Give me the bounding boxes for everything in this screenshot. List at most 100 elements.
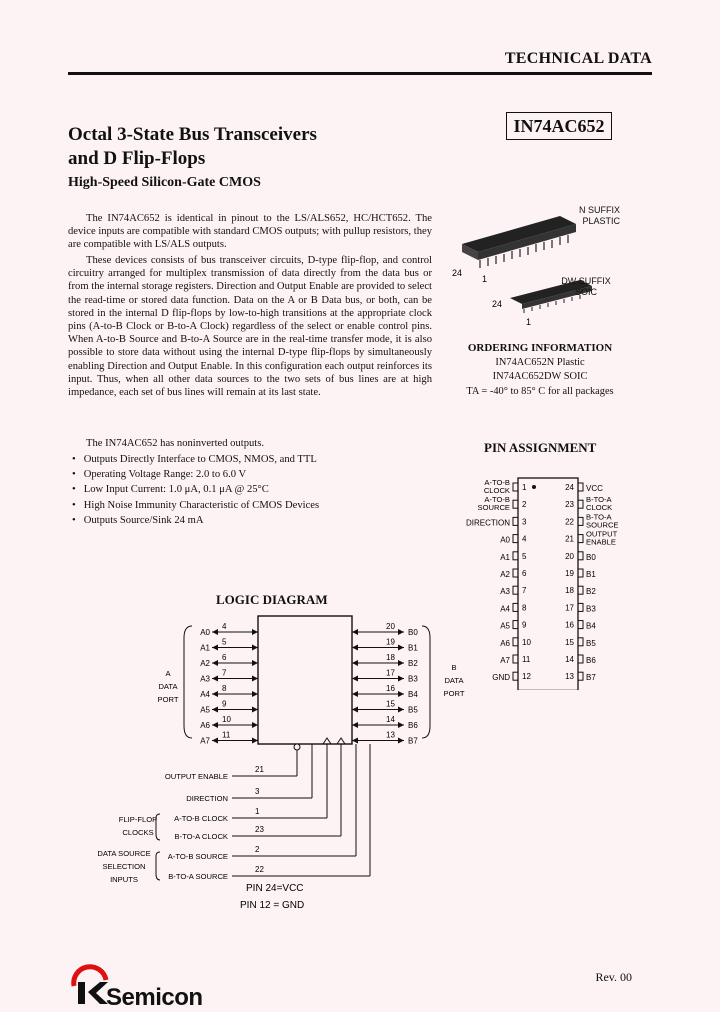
soic-pin1-label: 1 [526, 317, 531, 327]
pin-number: 4 [522, 535, 527, 544]
a-bus-pin-number: 4 [222, 622, 227, 631]
pin-stub [512, 499, 519, 509]
pin-number: 12 [522, 672, 531, 681]
control-pin-number: 3 [255, 787, 260, 796]
pin-label: A2 [500, 570, 510, 579]
arrow-right-icon [398, 737, 404, 744]
pin-number: 18 [565, 586, 574, 595]
control-label: B-TO-A CLOCK [175, 832, 228, 841]
pin1-marker [532, 485, 536, 489]
n-suffix-label: N SUFFIX PLASTIC [578, 205, 620, 226]
pin-stub [512, 516, 519, 526]
a-bus-label: A0 [200, 628, 210, 637]
package-illustrations: 24 1 24 1 [452, 216, 592, 327]
arrow-left-icon [212, 675, 218, 682]
pin-label: B0 [586, 553, 596, 562]
a-bus-label: A6 [200, 721, 210, 730]
control-label: OUTPUT ENABLE [165, 772, 228, 781]
pin-label: GND [492, 673, 510, 682]
pin-number: 19 [565, 569, 574, 578]
pin-label: SOURCE [478, 503, 511, 512]
logic-diagram-title: LOGIC DIAGRAM [216, 592, 328, 607]
b-bus-label: B6 [408, 721, 418, 730]
b-bus-pin-number: 20 [386, 622, 395, 631]
arrow-left-icon [352, 706, 358, 713]
pin-assignment-title: PIN ASSIGNMENT [484, 440, 597, 455]
pin-stub [512, 671, 519, 681]
dw-suffix-label: DW SUFFIX SOIC [561, 276, 611, 297]
control-label: DIRECTION [186, 794, 228, 803]
b-bus-pin-number: 16 [386, 684, 395, 693]
arrow-left-icon [352, 691, 358, 697]
pin-number: 8 [522, 603, 527, 612]
pin-label: OUTPUT [586, 530, 618, 539]
arrow-left-icon [212, 691, 218, 697]
arrow-left-icon [212, 629, 218, 635]
pin-number: 11 [522, 655, 531, 664]
control-label: A-TO-B CLOCK [174, 814, 228, 823]
pin-label: A4 [500, 604, 510, 613]
pin-stub [577, 602, 584, 612]
arrow-right-icon [252, 706, 258, 713]
pin-stub [512, 602, 519, 612]
pin-stub [512, 534, 519, 544]
a-bus-label: A3 [200, 675, 210, 684]
pin-label: B6 [586, 656, 596, 665]
pin-label: VCC [586, 484, 603, 493]
control-pin-number: 1 [255, 807, 260, 816]
pin-number: 10 [522, 638, 531, 647]
pin-number: 16 [565, 621, 574, 630]
ordering-line-1: IN74AC652N Plastic [495, 357, 585, 368]
pin-assignment-diagram: 1A-TO-BCLOCK2A-TO-BSOURCE3DIRECTION4A05A… [466, 477, 619, 690]
a-port-label: DATA [158, 682, 178, 691]
a-bus-pin-number: 11 [222, 731, 231, 740]
b-port-label: B [451, 663, 456, 672]
b-bus-pin-number: 17 [386, 669, 395, 678]
a-bus-label: A5 [200, 706, 210, 715]
title-line-1: Octal 3-State Bus Transceivers [68, 124, 317, 145]
ic-body [517, 477, 579, 690]
control-pin-number: 23 [255, 825, 264, 834]
control-pin-number: 21 [255, 765, 264, 774]
a-bus-label: A7 [200, 737, 210, 746]
b-bus-label: B0 [408, 628, 418, 637]
a-port-bracket [183, 625, 193, 739]
feature-item: Outputs Directly Interface to CMOS, NMOS… [72, 452, 432, 467]
b-bus-pin-number: 15 [386, 700, 395, 709]
flipflop-group-label: CLOCKS [122, 828, 153, 837]
arrow-right-icon [252, 675, 258, 682]
flipflop-group-label: FLIP-FLOP [119, 815, 157, 824]
pin24-note: PIN 24=VCC [246, 883, 304, 894]
arrow-right-icon [398, 629, 404, 635]
arrow-right-icon [398, 691, 404, 697]
b-port-label: PORT [444, 689, 465, 698]
arrow-left-icon [212, 644, 218, 651]
pin-stub [577, 499, 584, 509]
control-label: B-TO-A SOURCE [168, 872, 228, 881]
arrow-left-icon [352, 737, 358, 744]
pin12-note: PIN 12 = GND [240, 900, 304, 911]
arrow-left-icon [212, 737, 218, 744]
dip-pin24-label: 24 [452, 268, 462, 278]
pin-stub [512, 482, 519, 492]
clock-triangle-icon [336, 737, 346, 745]
arrow-left-icon [212, 706, 218, 713]
source-bracket [155, 851, 161, 881]
pin-number: 17 [565, 603, 574, 612]
feature-item: Low Input Current: 1.0 μA, 0.1 μA @ 25°C [72, 482, 432, 497]
pin-label: CLOCK [484, 486, 510, 495]
b-port-bracket [421, 625, 431, 739]
pin-label: B7 [586, 673, 596, 682]
pin-stub [512, 654, 519, 664]
a-bus-pin-number: 10 [222, 715, 231, 724]
pin-stub [512, 637, 519, 647]
pin-stub [577, 637, 584, 647]
pin-stub [577, 551, 584, 561]
pin-label: B1 [586, 570, 596, 579]
ordering-title: ORDERING INFORMATION [467, 342, 613, 354]
pin-stub [577, 482, 584, 492]
b-bus-pin-number: 19 [386, 638, 395, 647]
pin-stub [512, 568, 519, 578]
arrow-left-icon [352, 644, 358, 651]
a-bus-pin-number: 9 [222, 700, 227, 709]
